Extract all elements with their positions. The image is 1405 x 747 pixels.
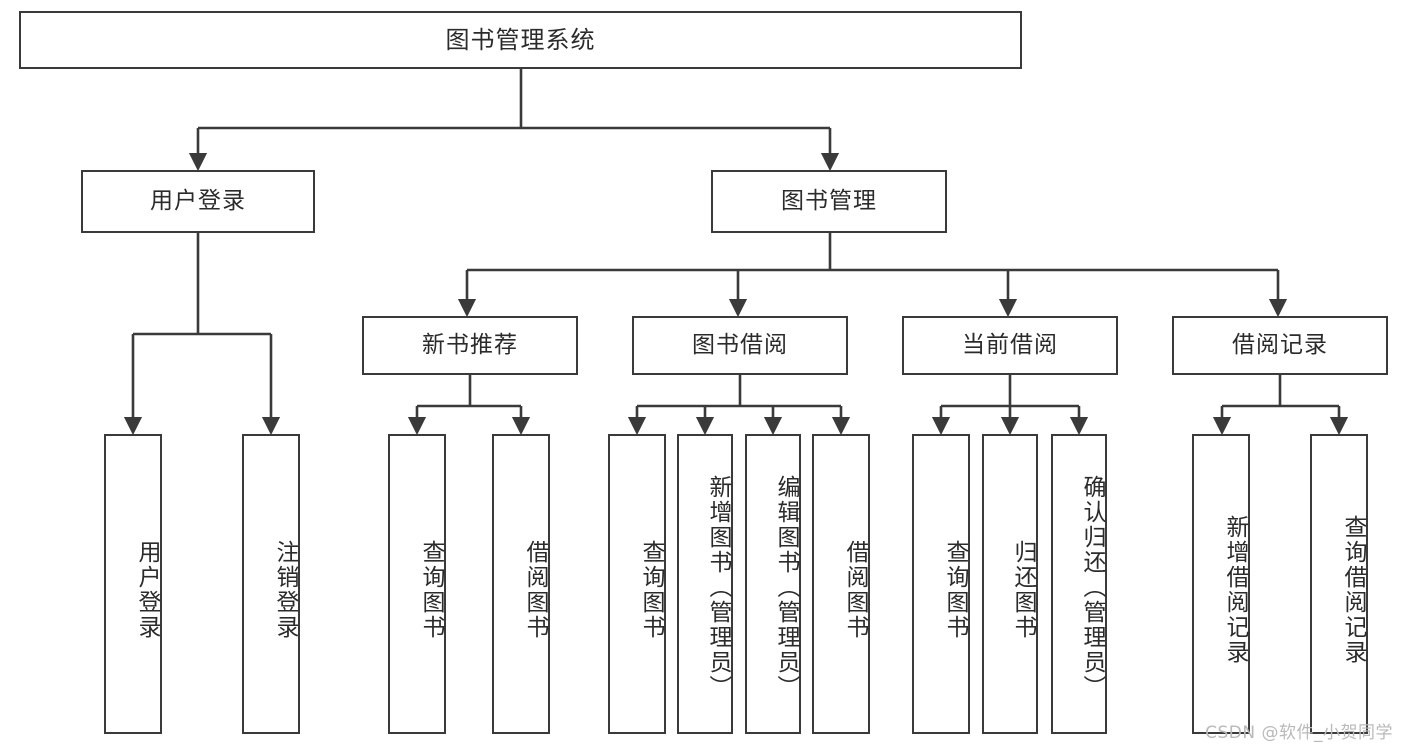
node-label: 图书借阅 — [692, 331, 788, 358]
node-label: 借阅图书 — [842, 540, 868, 640]
node-label: 用户登录 — [134, 540, 160, 640]
leaf-query-book-borrow[interactable]: 查询图书 — [608, 434, 666, 734]
node-book-manage[interactable]: 图书管理 — [711, 170, 947, 233]
leaf-query-book-current[interactable]: 查询图书 — [912, 434, 970, 734]
node-label: 新书推荐 — [422, 331, 518, 358]
node-label: 用户登录 — [150, 187, 246, 214]
leaf-edit-book[interactable]: 编辑图书（管理员） — [745, 434, 801, 734]
leaf-query-book-recommend[interactable]: 查询图书 — [388, 434, 446, 734]
node-borrow-record[interactable]: 借阅记录 — [1172, 316, 1388, 375]
node-label: 图书管理 — [781, 187, 877, 214]
node-label: 新增借阅记录 — [1222, 515, 1248, 665]
node-label: 注销登录 — [272, 540, 298, 640]
watermark: CSDN @软件_小贺同学 — [1205, 723, 1393, 743]
node-label: 借阅图书 — [522, 540, 548, 640]
node-label: 查询图书 — [418, 540, 444, 640]
node-label: 归还图书 — [1010, 540, 1036, 640]
node-new-book-recommend[interactable]: 新书推荐 — [362, 316, 578, 375]
leaf-query-borrow-record[interactable]: 查询借阅记录 — [1310, 434, 1368, 734]
leaf-borrow-book-recommend[interactable]: 借阅图书 — [492, 434, 550, 734]
node-label: 编辑图书（管理员） — [773, 474, 799, 700]
node-label: 查询图书 — [638, 540, 664, 640]
leaf-add-borrow-record[interactable]: 新增借阅记录 — [1192, 434, 1250, 734]
leaf-add-book[interactable]: 新增图书（管理员） — [677, 434, 733, 734]
leaf-borrow-book[interactable]: 借阅图书 — [812, 434, 870, 734]
leaf-return-book[interactable]: 归还图书 — [982, 434, 1038, 734]
node-label: 图书管理系统 — [445, 25, 596, 54]
node-label: 当前借阅 — [962, 331, 1058, 358]
leaf-confirm-return[interactable]: 确认归还（管理员） — [1051, 434, 1107, 734]
node-root-book-management-system[interactable]: 图书管理系统 — [19, 11, 1022, 69]
node-label: 确认归还（管理员） — [1079, 474, 1105, 700]
leaf-logout[interactable]: 注销登录 — [242, 434, 300, 734]
node-book-borrow[interactable]: 图书借阅 — [632, 316, 848, 375]
node-user-login[interactable]: 用户登录 — [81, 170, 315, 233]
node-label: 查询图书 — [942, 540, 968, 640]
leaf-user-login[interactable]: 用户登录 — [104, 434, 162, 734]
node-current-borrow[interactable]: 当前借阅 — [902, 316, 1118, 375]
node-label: 查询借阅记录 — [1340, 515, 1366, 665]
node-label: 新增图书（管理员） — [705, 474, 731, 700]
node-label: 借阅记录 — [1232, 331, 1328, 358]
